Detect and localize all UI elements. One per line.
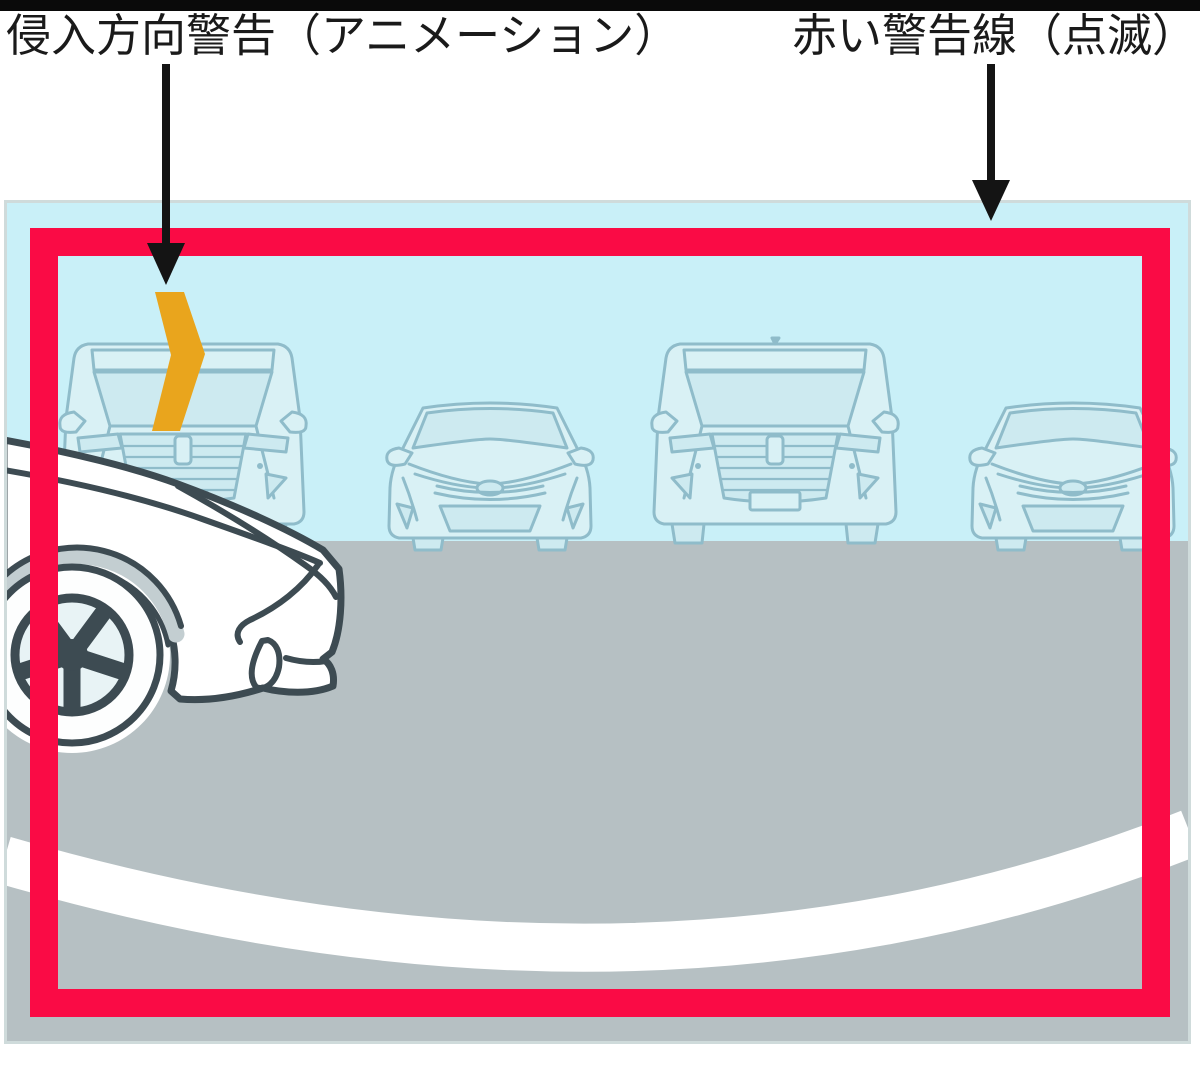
down-arrow-icon-right (972, 64, 1010, 221)
top-border-bar (0, 0, 1200, 11)
intrusion-warning-label: 侵入方向警告（アニメーション） (6, 9, 680, 62)
red-warning-frame (30, 228, 1170, 1017)
guide-line-arc (7, 810, 1188, 972)
red-warning-line-label: 赤い警告線（点滅） (792, 9, 1198, 62)
